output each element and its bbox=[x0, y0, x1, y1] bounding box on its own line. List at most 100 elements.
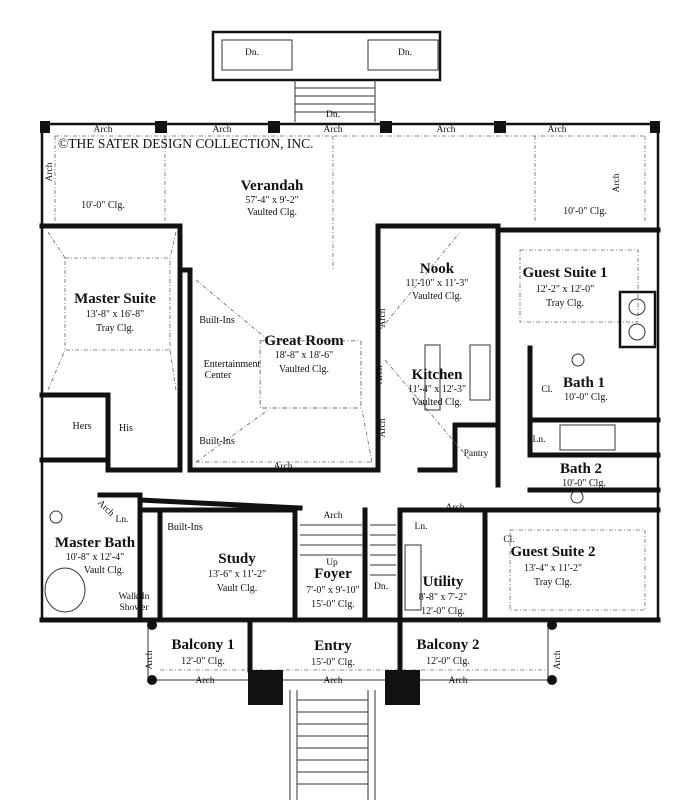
washer-dryer bbox=[404, 544, 422, 611]
room-dims: 57'-4" x 9'-2" bbox=[245, 195, 298, 206]
arch-label: Arch bbox=[612, 173, 622, 192]
room-dims: 13'-6" x 11'-2" bbox=[208, 569, 266, 580]
arch-label: Arch bbox=[446, 503, 465, 513]
room-ceiling: Tray Clg. bbox=[546, 298, 584, 309]
room-dims: 10'-8" x 12'-4" bbox=[66, 552, 124, 563]
room-ceiling: 12'-0" Clg. bbox=[426, 656, 470, 667]
kitchen-island bbox=[424, 344, 441, 411]
arch-label: Arch bbox=[324, 676, 343, 686]
room-name-utility: Utility bbox=[423, 574, 464, 590]
room-name-entry: Entry bbox=[314, 638, 352, 654]
room-name-foyer: Foyer bbox=[314, 566, 352, 582]
arch-label: Arch bbox=[449, 676, 468, 686]
walls bbox=[39, 121, 661, 623]
stair-dn-label: Dn. bbox=[374, 582, 388, 592]
soaking-tub bbox=[44, 567, 86, 613]
room-ceiling: Vault Clg. bbox=[84, 565, 125, 576]
room-ceiling: Vaulted Clg. bbox=[412, 397, 462, 408]
room-dims: 7'-0" x 9'-10" bbox=[306, 585, 359, 596]
room-name-master-bath: Master Bath bbox=[55, 535, 136, 551]
stair-dn-label: Dn. bbox=[245, 48, 259, 58]
room-name-master-suite: Master Suite bbox=[74, 291, 156, 307]
arch-label: Arch bbox=[324, 125, 343, 135]
room-name-bath-1: Bath 1 bbox=[563, 375, 605, 391]
room-dims: 13'-4" x 11'-2" bbox=[524, 563, 582, 574]
closet-his: His bbox=[119, 423, 133, 434]
pantry-label: Pantry bbox=[464, 449, 489, 459]
stair-dn-label: Dn. bbox=[326, 110, 340, 120]
arch-label: Arch bbox=[94, 125, 113, 135]
room-ceiling: Vault Clg. bbox=[217, 583, 258, 594]
walk-in-shower-label: Shower bbox=[119, 603, 149, 613]
fixtures bbox=[44, 290, 657, 613]
built-ins-label: Built-Ins bbox=[199, 315, 235, 326]
outdoor-grill bbox=[618, 290, 657, 349]
arch-label: Arch bbox=[553, 650, 563, 669]
sink bbox=[571, 353, 585, 367]
room-ceiling: 10'-0" Clg. bbox=[563, 206, 607, 217]
room-name-study: Study bbox=[218, 551, 256, 567]
front-stairs bbox=[289, 690, 376, 800]
closet-label: Cl. bbox=[541, 385, 552, 395]
room-dims: 13'-8" x 16'-8" bbox=[86, 309, 144, 320]
room-ceiling: 10'-0" Clg. bbox=[562, 478, 606, 489]
room-ceiling: 10'-0" Clg. bbox=[564, 392, 608, 403]
room-ceiling: Vaulted Clg. bbox=[412, 291, 462, 302]
sink bbox=[570, 490, 584, 504]
room-ceiling: 15'-0" Clg. bbox=[311, 599, 355, 610]
labels: ©THE SATER DESIGN COLLECTION, INC. Arch … bbox=[45, 125, 622, 686]
room-ceiling: Vaulted Clg. bbox=[279, 364, 329, 375]
room-ceiling: Tray Clg. bbox=[534, 577, 572, 588]
arch-label: Arch bbox=[145, 650, 155, 669]
arch-label: Arch bbox=[324, 511, 343, 521]
room-name-guest-suite-1: Guest Suite 1 bbox=[522, 265, 607, 281]
room-ceiling: 10'-0" Clg. bbox=[81, 200, 125, 211]
room-dims: 18'-8" x 18'-6" bbox=[275, 350, 333, 361]
room-ceiling: 12'-0" Clg. bbox=[181, 656, 225, 667]
room-name-nook: Nook bbox=[420, 261, 455, 277]
bathtub bbox=[559, 424, 616, 451]
room-ceiling: 12'-0" Clg. bbox=[421, 606, 465, 617]
room-dims: 11'-4" x 12'-3" bbox=[408, 384, 466, 395]
room-name-kitchen: Kitchen bbox=[412, 367, 463, 383]
walk-in-shower-label: Walk-In bbox=[119, 592, 150, 602]
room-dims: 12'-2" x 12'-0" bbox=[536, 284, 594, 295]
room-dims: 11'-10" x 11'-3" bbox=[406, 278, 469, 289]
arch-label: Arch bbox=[45, 162, 55, 181]
room-name-guest-suite-2: Guest Suite 2 bbox=[510, 544, 595, 560]
arch-label: Arch bbox=[95, 498, 116, 519]
stair-up-label: Up bbox=[326, 558, 338, 568]
ceiling-lines bbox=[47, 135, 646, 671]
arch-label: Arch bbox=[375, 365, 385, 384]
arch-label: Arch bbox=[378, 418, 388, 437]
room-name-verandah: Verandah bbox=[241, 178, 304, 194]
linen-label: Ln. bbox=[116, 515, 129, 525]
stair-dn-label: Dn. bbox=[398, 48, 412, 58]
sink bbox=[49, 510, 63, 524]
linen-label: Ln. bbox=[533, 435, 546, 445]
copyright-notice: ©THE SATER DESIGN COLLECTION, INC. bbox=[58, 136, 314, 151]
room-dims: 8'-8" x 7'-2" bbox=[419, 592, 467, 603]
room-name-balcony-2: Balcony 2 bbox=[417, 637, 480, 653]
closet-label: Cl. bbox=[503, 535, 514, 545]
foyer-stairs bbox=[300, 524, 396, 576]
closet-hers: Hers bbox=[73, 421, 92, 432]
linen-label: Ln. bbox=[415, 522, 428, 532]
front-porch bbox=[147, 619, 557, 800]
arch-label: Arch bbox=[378, 308, 388, 327]
arch-label: Arch bbox=[437, 125, 456, 135]
room-name-balcony-1: Balcony 1 bbox=[172, 637, 235, 653]
room-ceiling: Tray Clg. bbox=[96, 323, 134, 334]
rear-stairs: Dn. Dn. Dn. bbox=[211, 30, 442, 122]
entertainment-center-label: Entertainment bbox=[204, 359, 261, 370]
room-name-great-room: Great Room bbox=[264, 333, 344, 349]
arch-label: Arch bbox=[196, 676, 215, 686]
built-ins-label: Built-Ins bbox=[167, 522, 203, 533]
arch-label: Arch bbox=[274, 462, 293, 472]
room-name-bath-2: Bath 2 bbox=[560, 461, 602, 477]
built-ins-label: Built-Ins bbox=[199, 436, 235, 447]
range bbox=[469, 344, 491, 401]
room-ceiling: 15'-0" Clg. bbox=[311, 657, 355, 668]
entertainment-center-label: Center bbox=[205, 370, 232, 381]
